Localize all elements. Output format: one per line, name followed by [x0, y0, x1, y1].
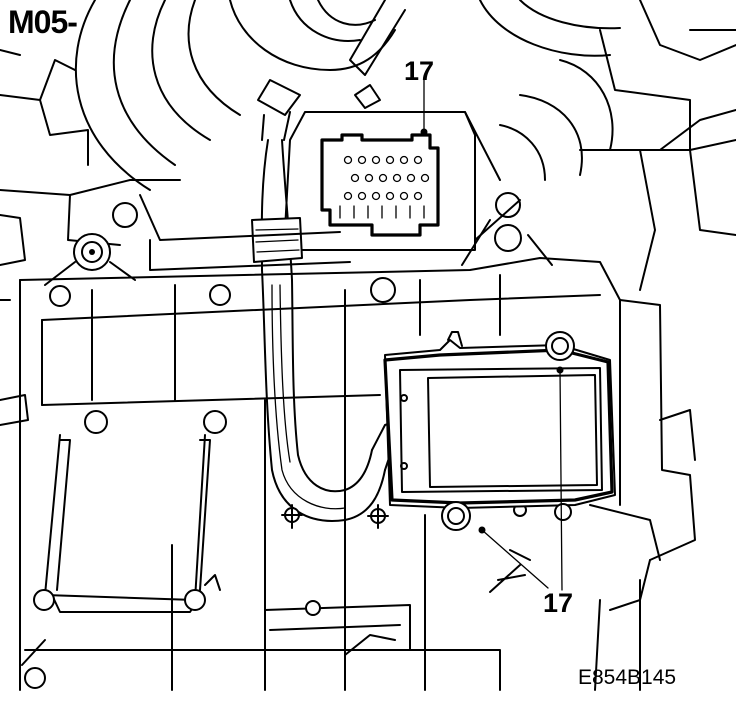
callout-connector-number: 17: [404, 56, 435, 86]
fasteners: [21, 504, 531, 689]
mounting-bracket-left: [44, 194, 351, 286]
electrical-connector: [284, 111, 501, 251]
right-housing-pieces: [579, 109, 736, 691]
control-module: [383, 331, 616, 531]
callout-leaders: [420, 79, 564, 591]
mounting-bracket-right: [461, 192, 553, 266]
left-support-frame: [33, 434, 221, 613]
lower-frame: [19, 257, 621, 691]
figure-code-label: E854B145: [578, 666, 677, 689]
upper-housing-arcs: [74, 0, 736, 191]
module-code-label: M05-: [8, 4, 78, 40]
callout-module-number: 17: [543, 588, 574, 618]
wiring-harness: [251, 0, 406, 522]
connector-pins: [339, 155, 430, 219]
left-housing-pieces: [0, 49, 181, 426]
